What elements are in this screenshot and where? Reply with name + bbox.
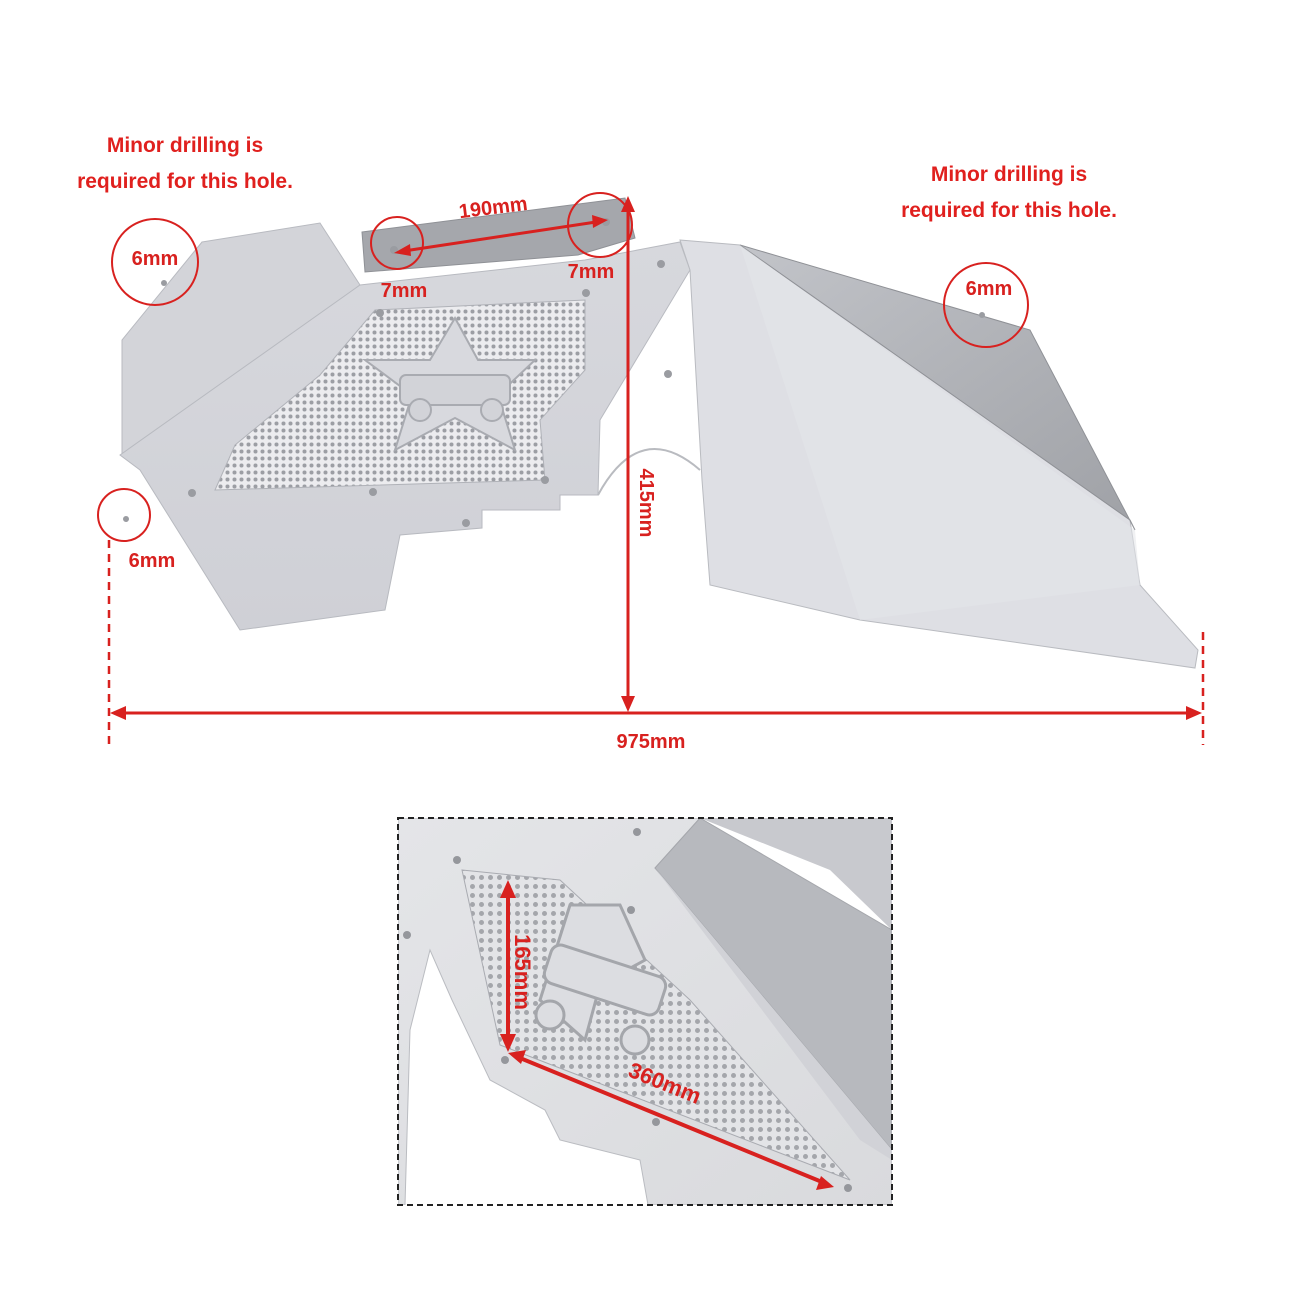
hole-circle-bracket-left — [370, 216, 424, 270]
emblem-wheel-right — [480, 398, 504, 422]
label-hole-top-left: 6mm — [132, 248, 179, 270]
bracket-dimension-line — [403, 220, 597, 253]
drilling-note-right-line2: required for this hole. — [901, 199, 1117, 222]
drilling-note-right: Minor drilling is required for this hole… — [878, 157, 1140, 229]
drilling-note-right-line1: Minor drilling is — [930, 163, 1088, 186]
wheel-arch-edge — [597, 448, 701, 496]
hole-circle-bottom-left — [97, 488, 151, 542]
right-dark-fold-lower — [740, 245, 1140, 620]
label-mesh-height: 165mm — [510, 934, 535, 1010]
vehicle-emblem — [399, 374, 511, 406]
label-bracket-hole-left: 7mm — [381, 280, 428, 302]
dimension-lines — [107, 196, 1205, 745]
label-hole-right: 6mm — [966, 278, 1013, 300]
fender-liner-panel — [119, 197, 1199, 669]
drilling-note-left: Minor drilling is required for this hole… — [60, 128, 310, 200]
mesh-detail-inset — [397, 817, 893, 1206]
drilling-note-left-line1: Minor drilling is — [106, 134, 264, 157]
label-hole-bottom-left: 6mm — [129, 550, 176, 572]
emblem-wheel-left — [408, 398, 432, 422]
hole-markers — [97, 192, 1029, 542]
top-bracket — [361, 197, 636, 273]
drilling-note-left-line2: required for this hole. — [77, 170, 293, 193]
label-height: 415mm — [635, 469, 657, 538]
label-width: 975mm — [617, 731, 686, 753]
hole-circle-top-left — [111, 218, 199, 306]
hole-circle-right — [943, 262, 1029, 348]
label-bracket-hole-right: 7mm — [568, 261, 615, 283]
